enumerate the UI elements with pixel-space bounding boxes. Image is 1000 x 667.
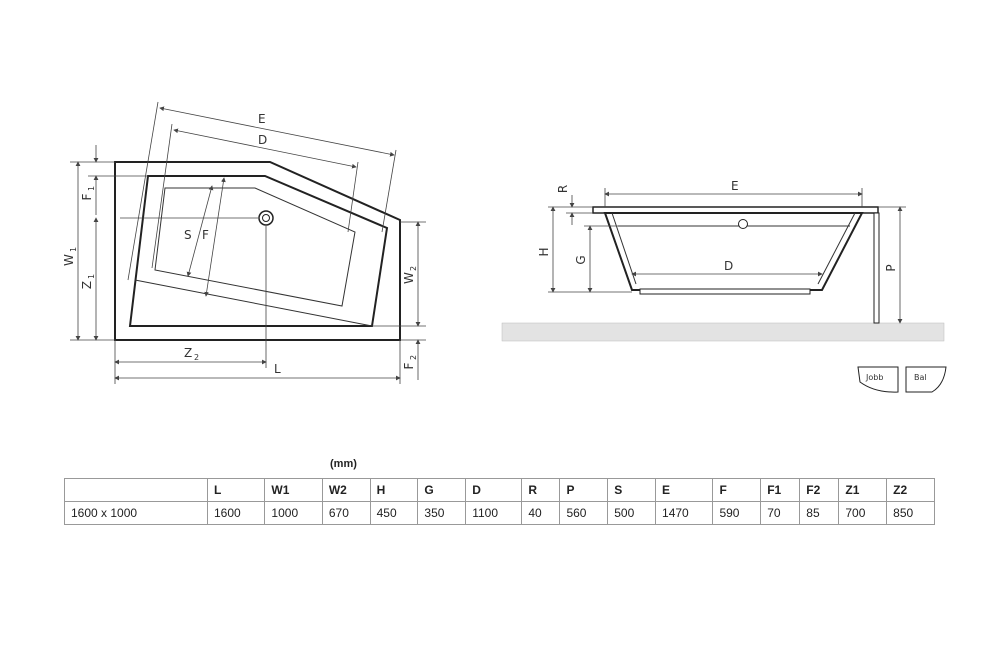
table-cell: 700 [838,501,888,525]
side-inner-right [817,212,856,285]
table-cell: 85 [799,501,840,525]
plan-ext-D-left [151,123,173,269]
side-label-R: R [556,185,570,193]
plan-label-E: E [258,112,266,126]
spec-header-r: R [521,478,561,502]
spec-header-h: H [369,478,419,502]
table-cell: 500 [607,501,657,525]
side-feet [639,288,811,295]
side-inner-left [611,212,637,285]
plan-ext-E-right [381,149,397,233]
table-cell: 40 [521,501,561,525]
side-leg [873,212,880,324]
spec-header-f1: F1 [760,478,801,502]
plan-drain-icon [258,210,274,226]
svg-text:2: 2 [194,353,199,362]
variant-left-label: Bal [914,373,927,382]
plan-label-F1: F 1 [80,186,96,201]
spec-header-f: F [712,478,762,502]
table-cell: 850 [886,501,935,525]
plan-ext-D-right [347,161,359,233]
side-label-E: E [731,179,739,193]
side-label-G: G [574,255,588,264]
spec-header-g: G [417,478,467,502]
plan-view: E D S F W 1 F 1 Z 1 [62,101,426,384]
spec-header-e: E [655,478,714,502]
svg-text:Z: Z [80,281,94,289]
spec-header-p: P [559,478,609,502]
spec-header-model [64,478,208,502]
plan-label-F2: F 2 [402,355,418,370]
spec-header-w2: W2 [321,478,371,502]
unit-label: (mm) [330,458,357,470]
svg-text:P: P [884,264,898,271]
svg-text:G: G [574,255,588,264]
svg-text:H: H [537,247,551,256]
variant-right-label: Jobb [865,373,883,382]
spec-header-s: S [607,478,657,502]
plan-label-W2: W 2 [402,266,418,284]
svg-text:F: F [402,362,416,369]
table-cell: 1000 [264,501,323,525]
table-cell: 670 [321,501,371,525]
table-cell: 70 [760,501,801,525]
table-cell: 450 [369,501,419,525]
svg-text:2: 2 [409,266,418,271]
svg-text:W: W [62,254,76,266]
plan-label-Z1: Z 1 [80,274,96,289]
table-cell: 350 [417,501,467,525]
svg-text:1: 1 [87,274,96,279]
side-body [603,212,864,291]
spec-header-d: D [465,478,523,502]
plan-drain-inner [262,214,270,222]
variant-left-icon: Bal [905,366,947,393]
spec-header-f2: F2 [799,478,840,502]
side-view: O E D R H G P [501,179,945,342]
table-cell: 590 [712,501,762,525]
plan-label-W1: W 1 [62,247,78,266]
side-label-P: P [884,264,898,271]
plan-label-F: F [202,228,209,242]
spec-header-z2: Z2 [886,478,935,502]
spec-header-z1: Z1 [838,478,888,502]
svg-text:1: 1 [69,247,78,252]
plan-label-S: S [184,228,192,242]
technical-drawing: E D S F W 1 F 1 Z 1 [62,101,947,393]
svg-text:Z: Z [184,346,192,360]
plan-dim-D [173,128,357,169]
table-cell: 560 [559,501,609,525]
spec-header-w1: W1 [264,478,323,502]
table-cell: 1100 [465,501,523,525]
side-label-H: H [537,247,551,256]
plan-label-L: L [274,362,281,376]
svg-text:1: 1 [87,186,96,191]
floor [501,322,945,342]
plan-dim-F [204,177,226,297]
plan-basin [154,187,356,307]
svg-text:W: W [402,272,416,284]
plan-slope-line [134,279,373,327]
svg-text:2: 2 [409,355,418,360]
plan-label-D: D [258,133,267,147]
plan-dim-E [159,106,395,157]
svg-text:R: R [556,185,570,193]
side-label-D: D [724,259,733,273]
table-cell: 1600 x 1000 [64,501,208,525]
spec-header-l: L [206,478,266,502]
plan-inner-rim [128,175,389,327]
svg-text:F: F [80,193,94,200]
table-cell: 1600 [206,501,266,525]
table-cell: 1470 [655,501,714,525]
plan-ext-E-left [127,101,159,281]
variant-right-icon: Jobb [857,366,899,393]
side-overflow-icon [738,219,748,229]
plan-label-Z2: Z 2 [184,346,199,362]
